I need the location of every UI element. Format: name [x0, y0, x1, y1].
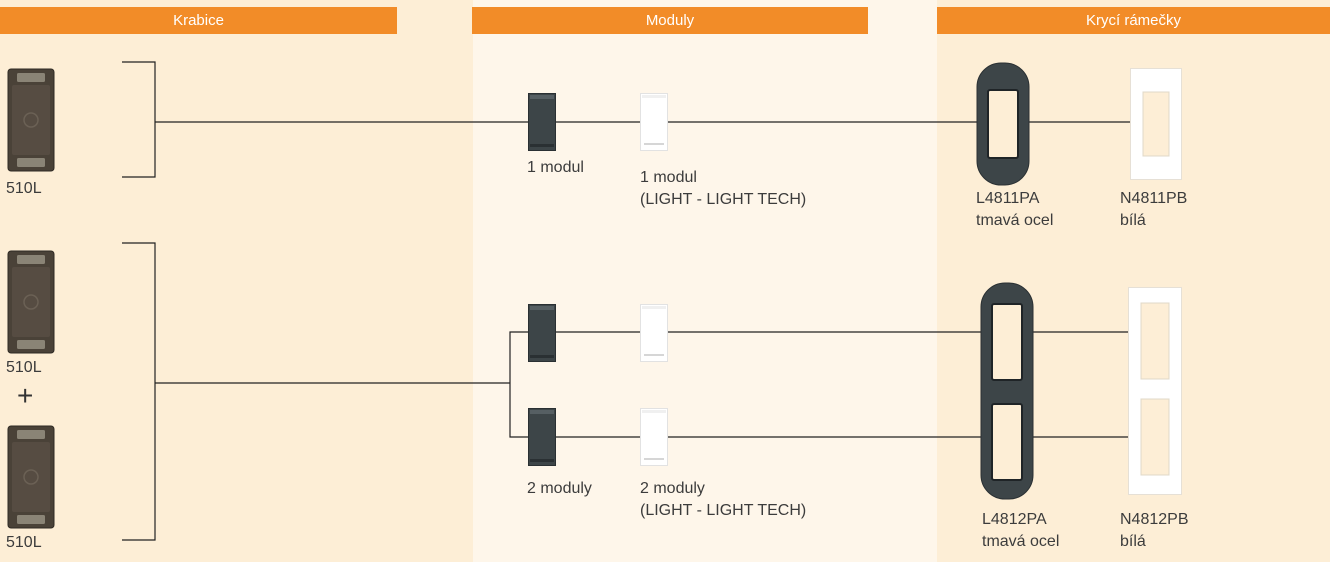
frame-dark-color-row1: tmavá ocel	[976, 212, 1054, 229]
frame-dark-color-row2: tmavá ocel	[982, 533, 1060, 550]
module-white-2b-icon	[640, 408, 668, 466]
box-510l-row1	[7, 68, 55, 172]
box-510l-row2-top	[7, 250, 55, 354]
module-dark-2a-icon	[528, 304, 556, 362]
module-white-label-row1-b: (LIGHT - LIGHT TECH)	[640, 191, 807, 208]
header-moduly: Moduly	[472, 7, 868, 34]
module-white-1-icon	[640, 93, 668, 151]
box-label-row1: 510L	[6, 180, 42, 197]
module-white-label-row1-a: 1 modul	[640, 169, 697, 186]
module-dark-label-row2: 2 moduly	[527, 480, 592, 497]
frame-white-code-row1: N4811PB	[1120, 190, 1188, 207]
module-dark-2b-icon	[528, 408, 556, 466]
box-label-row2-bottom: 510L	[6, 534, 42, 551]
module-dark-label-row1: 1 modul	[527, 159, 584, 176]
frame-l4811pa-icon	[976, 62, 1030, 186]
frame-dark-code-row1: L4811PA	[976, 190, 1040, 207]
frame-white-color-row1: bílá	[1120, 212, 1146, 229]
box-510l-row2-bottom	[7, 425, 55, 529]
frame-l4812pa-icon	[980, 282, 1034, 500]
frame-n4811pb-icon	[1130, 68, 1182, 180]
module-dark-1-icon	[528, 93, 556, 151]
module-white-2a-icon	[640, 304, 668, 362]
header-ramecky: Krycí rámečky	[937, 7, 1330, 34]
frame-white-color-row2: bílá	[1120, 533, 1146, 550]
plus-sign: +	[17, 380, 34, 411]
frame-white-code-row2: N4812PB	[1120, 511, 1189, 528]
frame-n4812pb-icon	[1128, 287, 1182, 495]
header-krabice: Krabice	[0, 7, 397, 34]
module-white-label-row2-b: (LIGHT - LIGHT TECH)	[640, 502, 807, 519]
frame-dark-code-row2: L4812PA	[982, 511, 1047, 528]
box-label-row2-top: 510L	[6, 359, 42, 376]
krabice-section	[0, 0, 473, 562]
module-white-label-row2-a: 2 moduly	[640, 480, 705, 497]
